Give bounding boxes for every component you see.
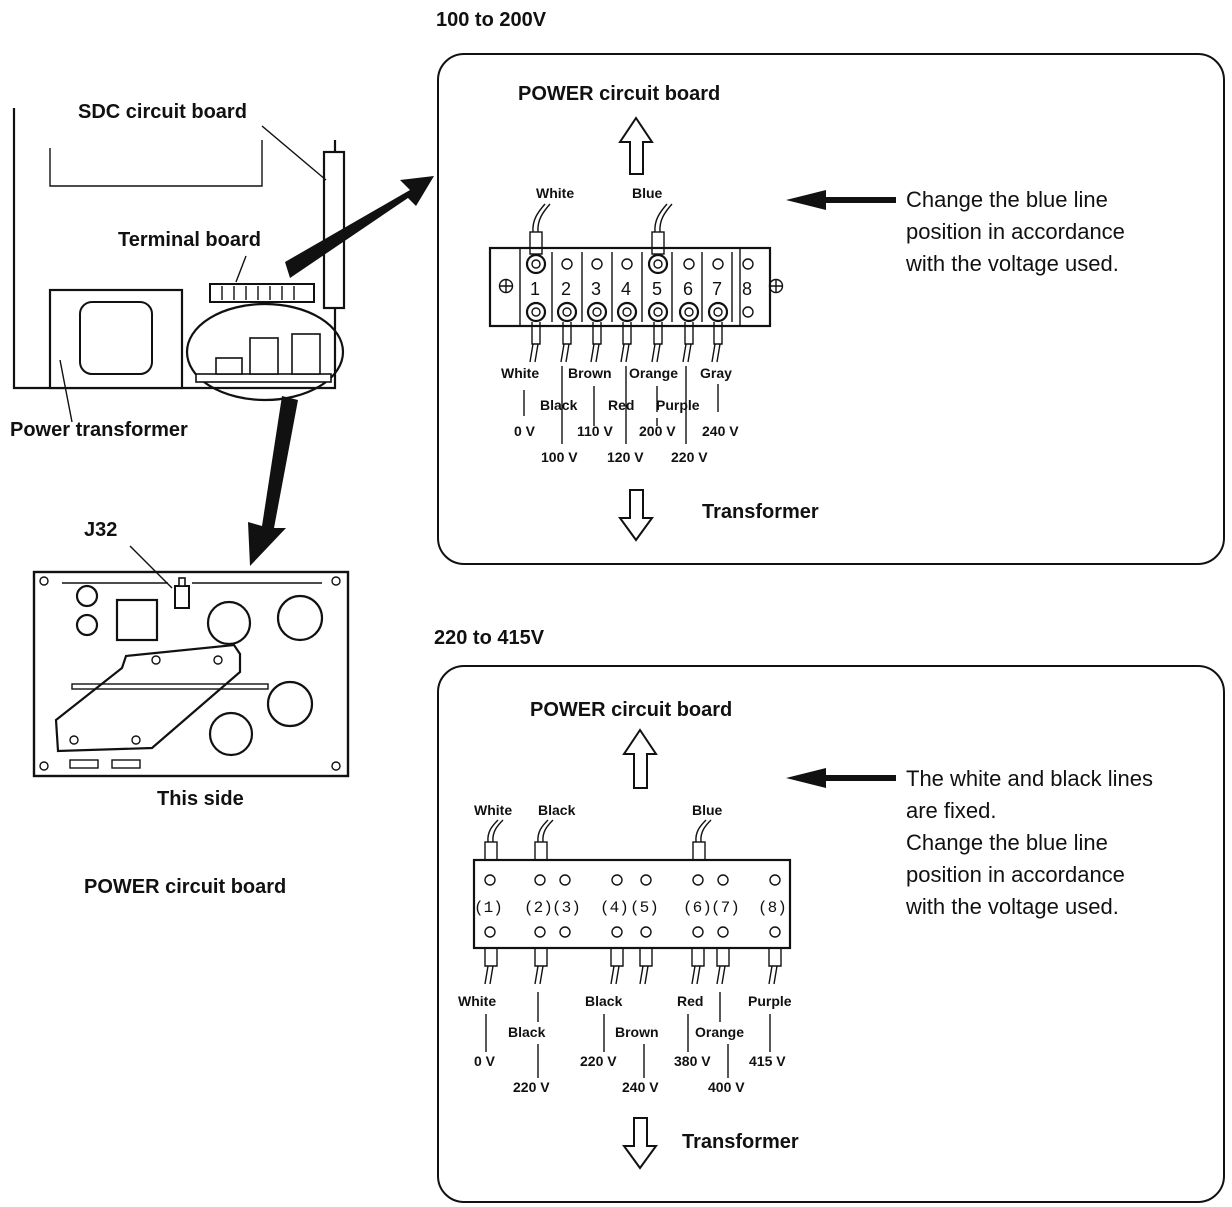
svg-text:220 V: 220 V	[671, 449, 708, 465]
panel1-heading: 100 to 200V	[436, 9, 547, 31]
panel2-wire-legend: White Black Red Purple Black Brown Orang…	[458, 992, 792, 1095]
p2-term-1: (1)	[474, 899, 503, 917]
svg-text:Orange: Orange	[629, 365, 678, 381]
arrow-to-panel1	[285, 176, 434, 278]
j32-connector	[174, 585, 190, 609]
machine-overview	[12, 108, 346, 402]
p2-top-wire-white: White	[474, 802, 512, 818]
p1-top-wire-blue: Blue	[632, 185, 663, 201]
panel1-arrow-up	[618, 116, 654, 175]
power-board-mini	[195, 333, 332, 383]
p1-term-4: 4	[621, 279, 631, 299]
power-transformer	[48, 288, 184, 390]
terminal-board-small	[209, 283, 315, 303]
panel1-note: Change the blue line position in accorda…	[905, 187, 1131, 276]
svg-text:240 V: 240 V	[622, 1079, 659, 1095]
svg-text:Orange: Orange	[695, 1024, 744, 1040]
svg-text:110 V: 110 V	[577, 423, 613, 439]
svg-text:Red: Red	[677, 993, 703, 1009]
svg-text:Purple: Purple	[748, 993, 792, 1009]
left-power-board-label: POWER circuit board	[84, 876, 286, 898]
p1-term-2: 2	[561, 279, 571, 299]
panel1-note-arrow	[786, 190, 896, 210]
panel2-heading: 220 to 415V	[434, 627, 545, 649]
panel2-arrow-up	[622, 728, 658, 789]
p2-term-5: (5)	[630, 899, 659, 917]
svg-text:Brown: Brown	[615, 1024, 659, 1040]
svg-text:415 V: 415 V	[749, 1053, 786, 1069]
p1-term-8: 8	[742, 279, 752, 299]
svg-text:400 V: 400 V	[708, 1079, 745, 1095]
svg-text:White: White	[501, 365, 539, 381]
svg-text:120 V: 120 V	[607, 449, 644, 465]
svg-text:0 V: 0 V	[474, 1053, 496, 1069]
svg-text:0 V: 0 V	[514, 423, 536, 439]
p2-term-3: (3)	[552, 899, 581, 917]
terminal-board-label: Terminal board	[118, 229, 261, 251]
panel2-note-arrow	[786, 768, 896, 788]
panel2-arrow-down	[622, 1117, 658, 1170]
j32-label: J32	[84, 519, 117, 541]
panel2-board-label: POWER circuit board	[530, 699, 732, 721]
p2-term-7: (7)	[711, 899, 740, 917]
svg-text:240 V: 240 V	[702, 423, 739, 439]
panel1-arrow-down	[618, 489, 654, 542]
this-side-label: This side	[157, 788, 244, 810]
p1-term-5: 5	[652, 279, 662, 299]
panel2-frame	[437, 665, 1225, 1203]
p2-term-6: (6)	[683, 899, 712, 917]
terminal-board-pins	[221, 286, 295, 300]
panel1-wire-legend: White Brown Orange Gray Black Red Purple…	[501, 365, 739, 465]
p1-top-wire-white: White	[536, 185, 574, 201]
svg-text:Purple: Purple	[656, 397, 700, 413]
p1-term-6: 6	[683, 279, 693, 299]
svg-text:220 V: 220 V	[580, 1053, 617, 1069]
panel2-transformer-label: Transformer	[682, 1131, 799, 1153]
sdc-label: SDC circuit board	[78, 101, 247, 123]
power-board-highlight	[185, 302, 345, 402]
svg-text:220 V: 220 V	[513, 1079, 550, 1095]
panel1-frame	[437, 53, 1225, 565]
p2-top-wire-black: Black	[538, 802, 576, 818]
p1-term-1: 1	[530, 279, 540, 299]
p2-term-8: (8)	[758, 899, 787, 917]
power-board-detail	[32, 570, 350, 778]
p1-term-7: 7	[712, 279, 722, 299]
panel2-terminal-block: (1) (2) (3) (4) (5) (6) (7) (8)	[472, 819, 792, 985]
panel2-note: The white and black lines are fixed. Cha…	[905, 766, 1159, 919]
panel1-transformer-label: Transformer	[702, 501, 819, 523]
p2-top-wire-blue: Blue	[692, 802, 723, 818]
svg-text:200 V: 200 V	[639, 423, 676, 439]
svg-text:380 V: 380 V	[674, 1053, 711, 1069]
svg-text:Red: Red	[608, 397, 634, 413]
svg-text:Black: Black	[508, 1024, 546, 1040]
p1-term-3: 3	[591, 279, 601, 299]
svg-text:Brown: Brown	[568, 365, 612, 381]
panel1-terminal-block: 1 2 3 4 5 6 7 8	[488, 203, 784, 363]
svg-text:Black: Black	[585, 993, 623, 1009]
p2-term-2: (2)	[524, 899, 553, 917]
svg-text:Gray: Gray	[700, 365, 732, 381]
arrow-to-detail	[248, 396, 298, 566]
svg-text:100 V: 100 V	[541, 449, 578, 465]
power-transformer-label: Power transformer	[10, 419, 188, 441]
panel1-board-label: POWER circuit board	[518, 83, 720, 105]
p2-term-4: (4)	[600, 899, 629, 917]
svg-text:White: White	[458, 993, 496, 1009]
svg-text:Black: Black	[540, 397, 578, 413]
